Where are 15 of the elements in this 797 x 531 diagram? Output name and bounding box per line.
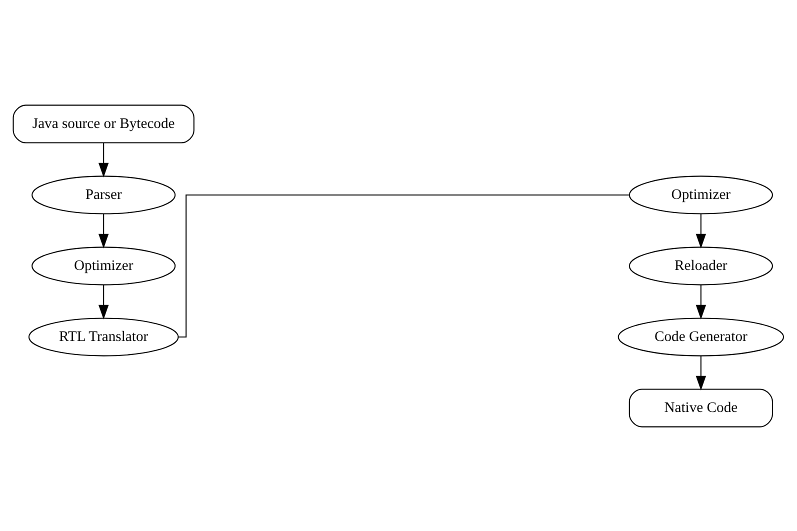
node-ellipse: Parser [32,175,176,214]
node-box: Native Code [628,388,773,427]
arrow [98,214,109,248]
node-ellipse: Optimizer [628,175,773,214]
connector [178,194,630,338]
arrow [696,284,706,320]
arrow [696,356,706,390]
arrow [98,142,109,177]
node-ellipse: Optimizer [32,246,176,285]
node-ellipse: RTL Translator [28,317,179,356]
node-ellipse: Code Generator [618,317,784,356]
arrow [696,214,706,248]
node-box: Java source or Bytecode [12,104,194,143]
node-ellipse: Reloader [628,246,773,285]
arrow [98,284,109,320]
